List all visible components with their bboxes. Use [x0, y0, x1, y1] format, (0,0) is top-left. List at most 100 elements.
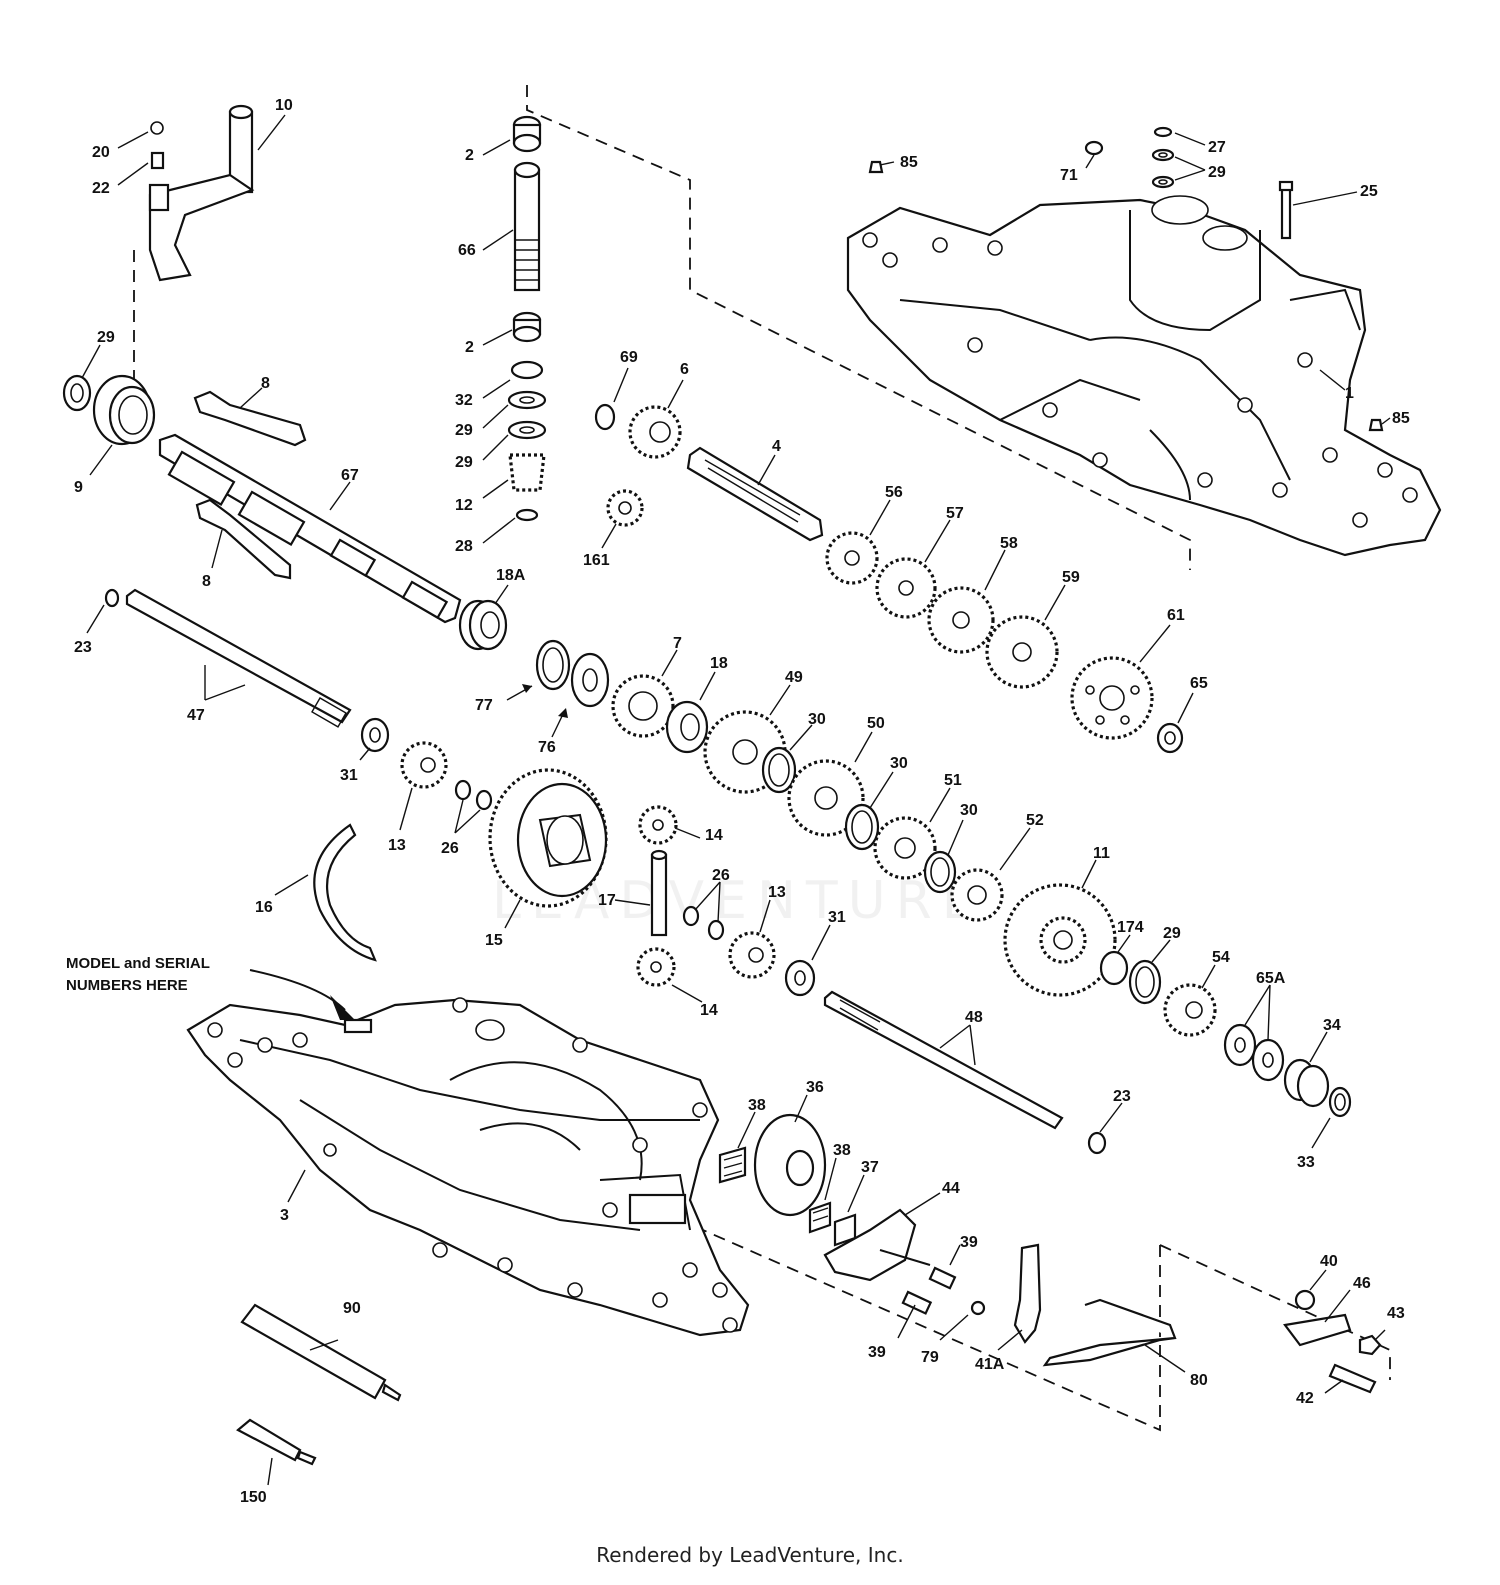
- shift-keys: [193, 390, 307, 580]
- label-80: 80: [1190, 1372, 1208, 1389]
- differential-pinions: [636, 805, 725, 987]
- output-gear-train: [1003, 883, 1352, 1118]
- label-13: 13: [768, 884, 786, 901]
- label-42: 42: [1296, 1390, 1314, 1407]
- bevel-gear-left: [400, 741, 493, 811]
- sealant-tubes: [236, 1303, 402, 1466]
- leader-lines: [81, 114, 1391, 1486]
- lower-housing: [186, 997, 750, 1337]
- label-46: 46: [1353, 1275, 1371, 1292]
- label-77: 77: [475, 697, 493, 714]
- shaft-47: [104, 588, 390, 753]
- upper-housing: [846, 195, 1442, 557]
- label-48: 48: [965, 1009, 983, 1026]
- label-174: 174: [1117, 919, 1144, 936]
- bearing-18A: [458, 599, 508, 651]
- label-10: 10: [275, 97, 293, 114]
- label-43: 43: [1387, 1305, 1405, 1322]
- label-38: 38: [833, 1142, 851, 1159]
- label-12: 12: [455, 497, 473, 514]
- label-54: 54: [1212, 949, 1230, 966]
- label-25: 25: [1360, 183, 1378, 200]
- shaft-67: [158, 433, 462, 624]
- label-56: 56: [885, 484, 903, 501]
- label-36: 36: [806, 1079, 824, 1096]
- label-90: 90: [343, 1300, 361, 1317]
- label-51: 51: [944, 772, 962, 789]
- label-2: 2: [465, 339, 474, 356]
- model-serial-note: MODEL and SERIAL NUMBERS HERE: [66, 955, 210, 994]
- label-161: 161: [583, 552, 610, 569]
- label-8: 8: [261, 375, 270, 392]
- label-61: 61: [1167, 607, 1185, 624]
- label-67: 67: [341, 467, 359, 484]
- label-18: 18: [710, 655, 728, 672]
- dashed-assembly-lines: [133, 85, 1391, 1432]
- label-65A: 65A: [1256, 970, 1286, 987]
- label-59: 59: [1062, 569, 1080, 586]
- label-33: 33: [1297, 1154, 1315, 1171]
- gear-cluster-upper: [594, 403, 824, 542]
- label-57: 57: [946, 505, 964, 522]
- label-65: 65: [1190, 675, 1208, 692]
- label-9: 9: [74, 479, 83, 496]
- label-44: 44: [942, 1180, 960, 1197]
- label-3: 3: [280, 1207, 289, 1224]
- label-69: 69: [620, 349, 638, 366]
- housing-hardware: [868, 126, 1384, 432]
- label-15: 15: [485, 932, 503, 949]
- label-150: 150: [240, 1489, 267, 1506]
- label-14: 14: [705, 827, 723, 844]
- label-16: 16: [255, 899, 273, 916]
- label-7: 7: [673, 635, 682, 652]
- gear-row-upper: [825, 531, 1184, 754]
- label-14: 14: [700, 1002, 718, 1019]
- label-23: 23: [74, 639, 92, 656]
- label-30: 30: [890, 755, 908, 772]
- label-26: 26: [441, 840, 459, 857]
- vertical-shaft-stack: [507, 115, 547, 522]
- label-13: 13: [388, 837, 406, 854]
- label-23: 23: [1113, 1088, 1131, 1105]
- label-79: 79: [921, 1349, 939, 1366]
- gear-row-middle: [535, 639, 1004, 922]
- label-8: 8: [202, 573, 211, 590]
- shaft-48: [823, 990, 1107, 1155]
- label-47: 47: [187, 707, 205, 724]
- label-40: 40: [1320, 1253, 1338, 1270]
- label-52: 52: [1026, 812, 1044, 829]
- label-22: 22: [92, 180, 110, 197]
- band-16: [313, 823, 377, 962]
- label-29: 29: [455, 454, 473, 471]
- label-30: 30: [960, 802, 978, 819]
- label-4: 4: [772, 438, 781, 455]
- part-labels: 10 20 22 29 9 8 8 67 18A 23 47 2 66 2 32…: [74, 97, 1410, 1506]
- label-41A: 41A: [975, 1356, 1005, 1373]
- label-29: 29: [455, 422, 473, 439]
- label-28: 28: [455, 538, 473, 555]
- collar-and-washer: [62, 374, 156, 446]
- note-line-2: NUMBERS HERE: [66, 977, 188, 994]
- label-20: 20: [92, 144, 110, 161]
- label-17: 17: [598, 892, 616, 909]
- bevel-gear-lower: [728, 931, 816, 997]
- label-38: 38: [748, 1097, 766, 1114]
- model-serial-arrow: [249, 969, 355, 1020]
- brake-linkage: [823, 1208, 1382, 1394]
- label-27: 27: [1208, 139, 1226, 156]
- label-11: 11: [1093, 845, 1110, 862]
- label-50: 50: [867, 715, 885, 732]
- label-30: 30: [808, 711, 826, 728]
- label-1: 1: [1345, 385, 1354, 402]
- label-29: 29: [97, 329, 115, 346]
- note-line-1: MODEL and SERIAL: [66, 955, 210, 972]
- label-49: 49: [785, 669, 803, 686]
- label-32: 32: [455, 392, 473, 409]
- label-37: 37: [861, 1159, 879, 1176]
- label-66: 66: [458, 242, 476, 259]
- label-34: 34: [1323, 1017, 1341, 1034]
- render-credit: Rendered by LeadVenture, Inc.: [596, 1543, 904, 1567]
- label-39: 39: [868, 1344, 886, 1361]
- label-26: 26: [712, 867, 730, 884]
